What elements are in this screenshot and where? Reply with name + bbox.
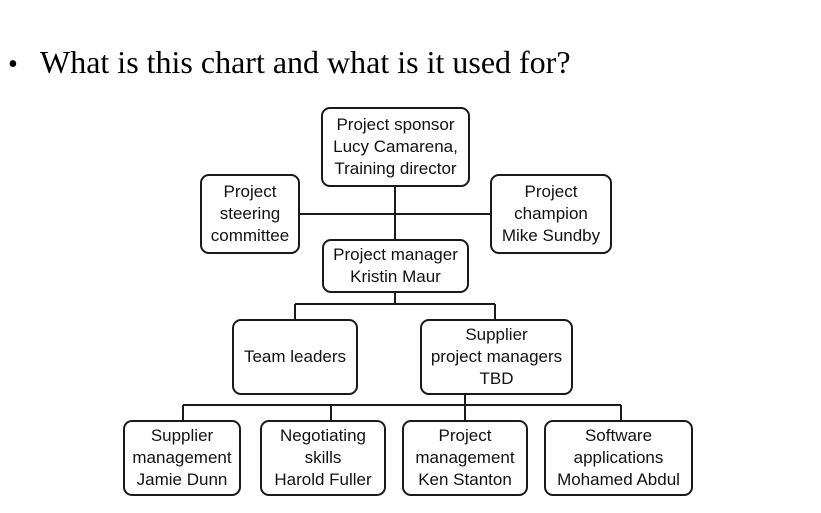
manager-line-1: Project manager — [333, 245, 458, 264]
bullet-mark: • — [8, 49, 18, 80]
team-1-line-2: management — [132, 448, 232, 467]
champion-line-1: Project — [524, 182, 578, 201]
team-4-line-3: Mohamed Abdul — [557, 470, 680, 489]
box-team-supplier-management: Supplier management Jamie Dunn — [123, 420, 241, 496]
team-4-line-2: applications — [573, 448, 664, 467]
steering-line-2: steering — [219, 204, 281, 223]
sponsor-line-1: Project sponsor — [336, 115, 455, 134]
box-team-project-management: Project management Ken Stanton — [402, 420, 528, 496]
team-2-line-2: skills — [304, 448, 342, 467]
sponsor-line-3: Training director — [334, 159, 457, 178]
champion-line-3: Mike Sundby — [501, 226, 601, 245]
champion-line-2: champion — [514, 204, 588, 223]
box-team-negotiating-skills: Negotiating skills Harold Fuller — [260, 420, 386, 496]
box-project-sponsor: Project sponsor Lucy Camarena, Training … — [321, 107, 470, 187]
box-project-manager: Project manager Kristin Maur — [322, 239, 469, 293]
question-bullet-row: • What is this chart and what is it used… — [8, 44, 571, 81]
steering-line-3: committee — [210, 226, 290, 245]
supplier-pm-line-2: project managers — [430, 347, 563, 366]
team-3-line-1: Project — [438, 426, 492, 445]
supplier-pm-line-3: TBD — [479, 369, 514, 388]
steering-line-1: Project — [223, 182, 277, 201]
sponsor-line-2: Lucy Camarena, — [333, 137, 458, 156]
box-supplier-project-managers: Supplier project managers TBD — [420, 319, 573, 395]
box-steering-committee: Project steering committee — [200, 174, 300, 254]
box-team-software-applications: Software applications Mohamed Abdul — [544, 420, 693, 496]
team-2-line-3: Harold Fuller — [274, 470, 372, 489]
team-3-line-2: management — [415, 448, 515, 467]
supplier-pm-line-1: Supplier — [465, 325, 528, 344]
team-1-line-3: Jamie Dunn — [136, 470, 228, 489]
box-team-leaders: Team leaders — [232, 319, 358, 395]
team-1-line-1: Supplier — [150, 426, 214, 445]
team-2-line-1: Negotiating — [279, 426, 366, 445]
team-leaders-label: Team leaders — [243, 347, 347, 366]
manager-line-2: Kristin Maur — [350, 267, 441, 286]
box-project-champion: Project champion Mike Sundby — [490, 174, 612, 254]
team-4-line-1: Software — [584, 426, 653, 445]
slide-question: What is this chart and what is it used f… — [40, 44, 571, 80]
team-3-line-3: Ken Stanton — [418, 470, 512, 489]
